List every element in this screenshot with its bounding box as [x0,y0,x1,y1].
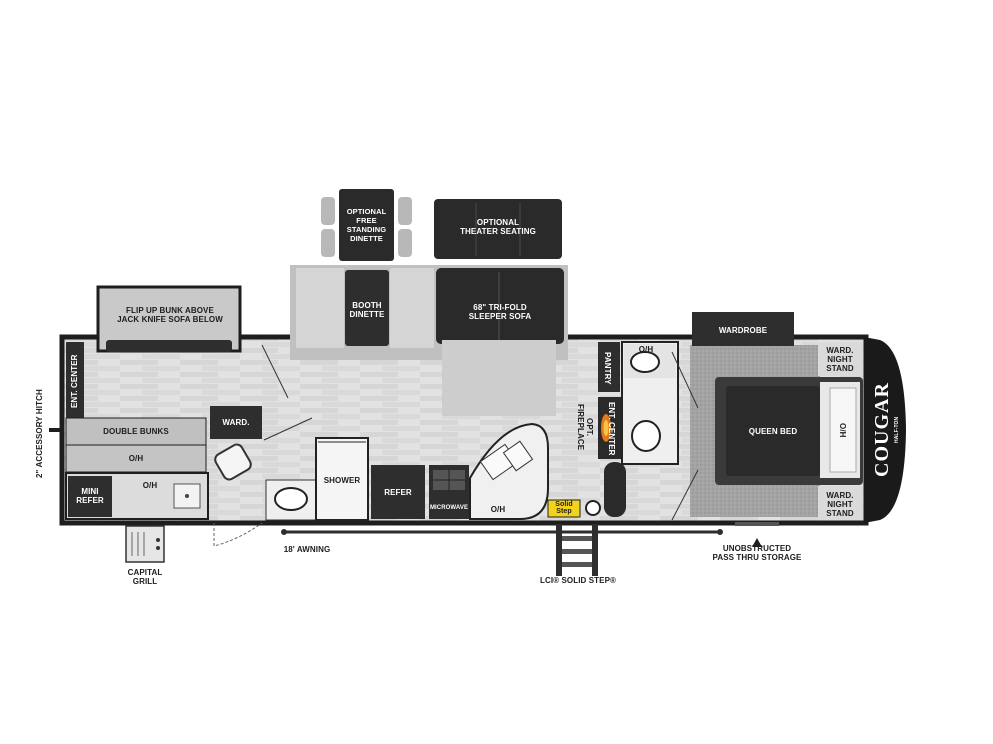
front-cap [864,337,906,523]
kitchen-island [469,422,549,520]
brand-logo: COUGAR [871,382,893,478]
pantry-label: PANTRY [603,351,612,385]
refer [371,465,425,519]
optional-dinette-label: OPTIONAL FREE STANDING DINETTE [346,207,387,243]
dinette-bench-left [296,268,344,348]
solid-step-label: LCI® SOLID STEP® [539,576,617,585]
wardrobe [692,312,794,346]
jackknife-sofa [106,340,232,352]
wardrobe-label: WARDROBE [718,326,768,335]
sink-icon [274,487,308,511]
solid-step-badge [547,499,581,518]
refer-label: REFER [384,488,412,497]
theater-label: OPTIONAL THEATER SEATING [460,218,536,236]
ent-center-left [66,342,84,418]
dinette-bench-right [390,268,434,348]
bunk-lower [65,444,207,473]
nightstand-bottom [818,486,862,520]
booth-dinette-label: BOOTH DINETTE [349,301,385,319]
hitch-label: 2" ACCESSORY HITCH [35,389,44,479]
ent-center-right-label: ENT. CENTER [607,402,616,456]
microwave-label: MICROWAVE [429,505,469,511]
nightstand-top-label: WARD. NIGHT STAND [826,346,854,373]
hitch-bar [49,428,63,432]
optional-dinette-table [339,189,394,261]
oh-bunks-label: O/H [128,454,144,463]
brand-sub: HALF-TON [894,416,900,444]
oh-bath-label: O/H [638,345,654,354]
sofa-label: 68" TRI-FOLD SLEEPER SOFA [468,303,532,321]
toilet-icon [631,420,661,452]
oh-refer-label: O/H [142,481,158,490]
arrow-up-icon [752,538,762,547]
pass-thru-label: UNOBSTRUCTED PASS THRU STORAGE [712,544,802,562]
booth-dinette-table [345,270,389,346]
pantry [598,342,620,392]
nightstand-top [818,342,862,376]
entry-door [213,522,263,547]
mini-refer-label: MINI REFER [76,487,104,505]
shower-label: SHOWER [323,476,361,485]
oh-kitchen-label: O/H [490,505,506,514]
step-icon [556,524,598,576]
shower-stall [315,437,369,521]
sleeper-sofa [436,268,564,344]
oh-bed-label: O/H [838,422,847,438]
ward-small-label: WARD. [222,418,250,427]
ent-center-left-label: ENT. CENTER [70,354,79,408]
mini-refer [68,476,112,517]
door-curve [604,462,626,517]
capital-grill-label: CAPITAL GRILL [127,568,163,586]
sofa-footprint [442,340,556,416]
nightstand-bottom-label: WARD. NIGHT STAND [826,491,854,518]
chair [214,443,252,481]
fireplace-label: OPT. FIREPLACE [576,403,594,451]
double-bunks [65,417,207,446]
flip-bunk-label: FLIP UP BUNK ABOVE JACK KNIFE SOFA BELOW [117,306,223,324]
solid-step-badge-label: Solid Step [555,501,573,515]
queen-bed-label: QUEEN BED [748,427,798,436]
double-bunks-label: DOUBLE BUNKS [103,427,169,436]
awning-label: 18' AWNING [283,545,331,554]
ward-small [210,406,262,439]
theater-seating [434,199,562,259]
